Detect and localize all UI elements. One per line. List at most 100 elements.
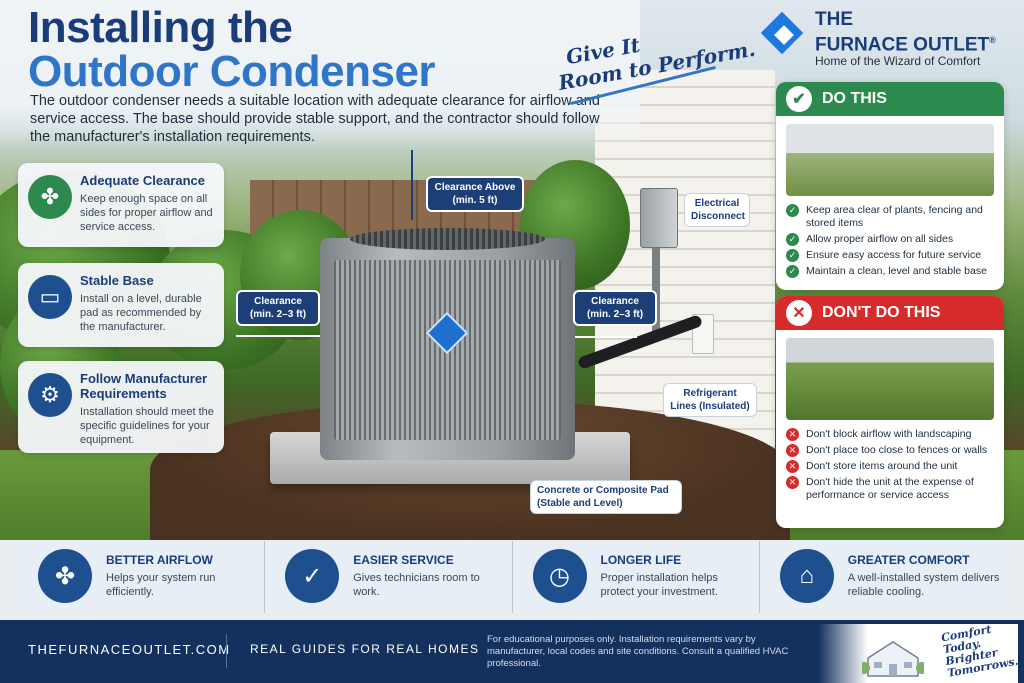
condenser-fan-grille xyxy=(350,228,545,250)
x-icon: ✕ xyxy=(786,444,799,457)
feature-text: Installation should meet the specific gu… xyxy=(80,406,214,446)
x-icon: ✕ xyxy=(786,460,799,473)
footer-tagline: REAL GUIDES FOR REAL HOMES xyxy=(250,642,480,656)
electrical-disconnect-box xyxy=(640,188,678,248)
feature-text: Install on a level, durable pad as recom… xyxy=(80,293,202,333)
benefit-text: A well-installed system delivers reliabl… xyxy=(847,572,1000,598)
callout-line: Refrigerant xyxy=(683,388,737,399)
callout-refrigerant-lines: Refrigerant Lines (Insulated) xyxy=(663,383,757,417)
feature-text: Keep enough space on all sides for prope… xyxy=(80,193,213,233)
brand-name-line-2: FURNACE OUTLET® xyxy=(815,30,996,55)
title-line-2: Outdoor Condenser xyxy=(28,47,436,96)
clock-icon: ◷ xyxy=(532,549,587,603)
brand-name: FURNACE OUTLET xyxy=(815,34,990,56)
x-icon: ✕ xyxy=(786,428,799,441)
benefit-greater-comfort: ⌂ GREATER COMFORT A well-installed syste… xyxy=(760,541,1006,613)
callout-line: Concrete or Composite Pad xyxy=(537,485,669,496)
callout-line: (Stable and Level) xyxy=(537,498,623,509)
callout-electrical-disconnect: Electrical Disconnect xyxy=(684,193,750,227)
footer-quote: Comfort Today. Brighter Tomorrows. xyxy=(940,620,1019,680)
list-item-text: Allow proper airflow on all sides xyxy=(806,233,954,245)
callout-clearance-right: Clearance (min. 2–3 ft) xyxy=(573,290,657,326)
shield-check-icon: ✓ xyxy=(285,549,340,603)
house-sketch-icon xyxy=(862,641,924,677)
do-this-list: ✓ Keep area clear of plants, fencing and … xyxy=(776,204,1004,287)
feature-card-clearance: ✤ Adequate Clearance Keep enough space o… xyxy=(18,163,224,247)
footer: THEFURNACEOUTLET.COM REAL GUIDES FOR REA… xyxy=(0,620,1024,683)
condenser-unit xyxy=(320,228,575,460)
benefit-title: BETTER AIRFLOW xyxy=(106,553,213,567)
check-icon: ✓ xyxy=(786,265,799,278)
benefit-title: EASIER SERVICE xyxy=(353,553,454,567)
do-this-header: ✔ DO THIS xyxy=(776,82,1004,116)
feature-title: Follow Manufacturer Requirements xyxy=(80,371,208,401)
registered-mark: ® xyxy=(989,35,996,45)
do-this-panel: ✔ DO THIS ✓ Keep area clear of plants, fe… xyxy=(776,82,1004,290)
title-line-1: Installing the xyxy=(28,3,293,52)
list-item: ✕ Don't hide the unit at the expense of p… xyxy=(786,476,996,502)
gear-icon: ⚙ xyxy=(28,373,72,417)
x-icon: ✕ xyxy=(786,300,812,326)
do-this-illustration xyxy=(786,124,994,196)
list-item-text: Don't place too close to fences or walls xyxy=(806,444,988,456)
callout-clearance-left: Clearance (min. 2–3 ft) xyxy=(236,290,320,326)
benefit-text: Gives technicians room to work. xyxy=(353,572,480,598)
clearance-above-arrow xyxy=(411,150,413,220)
check-icon: ✔ xyxy=(786,86,812,112)
benefit-text: Proper installation helps protect your i… xyxy=(600,572,718,598)
check-icon: ✓ xyxy=(786,204,799,217)
clearance-right-arrow xyxy=(575,336,637,338)
list-item: ✓Allow proper airflow on all sides xyxy=(786,233,996,246)
callout-line: Clearance xyxy=(254,296,302,307)
callout-line: (min. 2–3 ft) xyxy=(586,309,644,320)
brand-logo[interactable]: THE FURNACE OUTLET® Home of the Wizard o… xyxy=(760,9,1003,70)
footer-disclaimer: For educational purposes only. Installat… xyxy=(487,634,789,669)
brand-tagline: Home of the Wizard of Comfort xyxy=(815,54,981,68)
page-title: Installing the Outdoor Condenser xyxy=(28,3,436,96)
feature-title: Stable Base xyxy=(80,273,154,288)
feature-card-manufacturer: ⚙ Follow Manufacturer Requirements Insta… xyxy=(18,361,224,453)
brand-name-line-1: THE xyxy=(815,9,853,30)
benefits-strip: ✤ BETTER AIRFLOW Helps your system run e… xyxy=(18,541,1006,613)
callout-line: Electrical xyxy=(694,198,740,209)
list-item: ✓ Keep area clear of plants, fencing and … xyxy=(786,204,996,230)
list-item: ✓ Maintain a clean, level and stable base xyxy=(786,265,996,278)
callout-line: Lines (Insulated) xyxy=(670,401,750,412)
x-icon: ✕ xyxy=(786,476,799,489)
dont-do-this-panel: ✕ DON'T DO THIS ✕Don't block airflow wit… xyxy=(776,296,1004,528)
callout-line: Clearance Above xyxy=(434,182,516,193)
list-item-text: Keep area clear of plants, fencing and s… xyxy=(806,204,983,229)
benefit-longer-life: ◷ LONGER LIFE Proper installation helps … xyxy=(513,541,760,613)
fan-icon: ✤ xyxy=(38,549,92,603)
benefit-better-airflow: ✤ BETTER AIRFLOW Helps your system run e… xyxy=(18,541,266,613)
footer-site-link[interactable]: THEFURNACEOUTLET.COM xyxy=(28,642,231,657)
callout-clearance-above: Clearance Above (min. 5 ft) xyxy=(426,176,524,212)
footer-divider xyxy=(226,634,227,668)
do-this-heading: DO THIS xyxy=(822,90,887,107)
benefit-title: GREATER COMFORT xyxy=(847,553,970,567)
fan-icon: ✤ xyxy=(28,175,72,219)
callout-line: (min. 5 ft) xyxy=(452,195,498,206)
list-item-text: Don't store items around the unit xyxy=(806,460,958,472)
benefit-text: Helps your system run efficiently. xyxy=(106,572,216,598)
list-item: ✕ Don't store items around the unit xyxy=(786,460,996,473)
base-icon: ▭ xyxy=(28,275,72,319)
clearance-left-arrow xyxy=(236,335,320,337)
dont-do-this-header: ✕ DON'T DO THIS xyxy=(776,296,1004,330)
intro-text: The outdoor condenser needs a suitable l… xyxy=(30,93,600,145)
callout-pad: Concrete or Composite Pad (Stable and Le… xyxy=(530,480,682,514)
footer-house-illustration: Comfort Today. Brighter Tomorrows. xyxy=(818,623,1019,683)
callout-line: (min. 2–3 ft) xyxy=(249,309,307,320)
list-item: ✕ Don't place too close to fences or wall… xyxy=(786,444,996,457)
list-item: ✕Don't block airflow with landscaping xyxy=(786,428,996,441)
list-item-text: Maintain a clean, level and stable base xyxy=(806,265,987,277)
check-icon: ✓ xyxy=(786,249,799,262)
header-fade xyxy=(0,0,640,150)
callout-line: Clearance xyxy=(591,296,639,307)
list-item: ✓Ensure easy access for future service xyxy=(786,249,996,262)
dont-do-this-list: ✕Don't block airflow with landscaping ✕ D… xyxy=(776,428,1004,511)
callout-line: Disconnect xyxy=(691,211,745,222)
benefit-easier-service: ✓ EASIER SERVICE Gives technicians room … xyxy=(265,541,513,613)
house-icon: ⌂ xyxy=(779,549,834,603)
list-item-text: Don't hide the unit at the expense of pe… xyxy=(806,476,974,501)
